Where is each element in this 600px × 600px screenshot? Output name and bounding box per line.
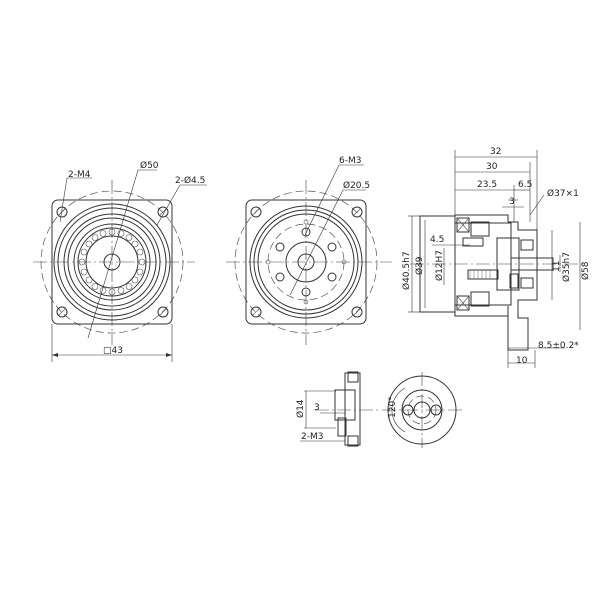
bearing-rollers bbox=[78, 228, 146, 296]
label-square-43: □43 bbox=[103, 346, 123, 356]
label-2-m3: 2-M3 bbox=[301, 432, 324, 442]
label-dia-58: Ø58 bbox=[581, 261, 591, 280]
label-length-4-5: 4.5 bbox=[430, 235, 445, 245]
label-length-11: 11 bbox=[552, 260, 562, 272]
label-dia-50: Ø50 bbox=[140, 161, 159, 171]
label-dia-20-5: Ø20.5 bbox=[343, 181, 371, 191]
label-2-dia-4-5: 2-Ø4.5 bbox=[175, 176, 206, 186]
label-length-3-hub: 3 bbox=[314, 403, 320, 413]
hub-side-detail bbox=[300, 371, 378, 447]
label-length-30: 30 bbox=[486, 162, 498, 172]
hub-front-detail bbox=[382, 372, 462, 448]
label-length-3: 3 bbox=[509, 197, 515, 207]
label-length-10: 10 bbox=[516, 356, 528, 366]
label-2-m4: 2-M4 bbox=[68, 170, 91, 180]
front-view-right bbox=[226, 164, 392, 345]
label-length-32: 32 bbox=[490, 147, 502, 157]
label-dia-37x1: Ø37×1 bbox=[547, 189, 579, 199]
label-dia-14: Ø14 bbox=[296, 399, 306, 418]
label-length-23-5: 23.5 bbox=[477, 180, 498, 190]
side-section-view bbox=[408, 150, 585, 368]
label-dia-39: Ø39 bbox=[415, 256, 425, 275]
label-6-m3: 6-M3 bbox=[339, 156, 362, 166]
label-dia-40-5h7: Ø40.5h7 bbox=[402, 251, 412, 290]
label-dia-12h7: Ø12H7 bbox=[435, 249, 445, 281]
front-view-left bbox=[33, 169, 207, 362]
label-length-6-5: 6.5 bbox=[518, 180, 533, 190]
label-dia-35h7: Ø35h7 bbox=[562, 252, 572, 282]
label-angle-120: 120° bbox=[388, 396, 398, 418]
label-length-8-5: 8.5±0.2* bbox=[538, 341, 579, 351]
